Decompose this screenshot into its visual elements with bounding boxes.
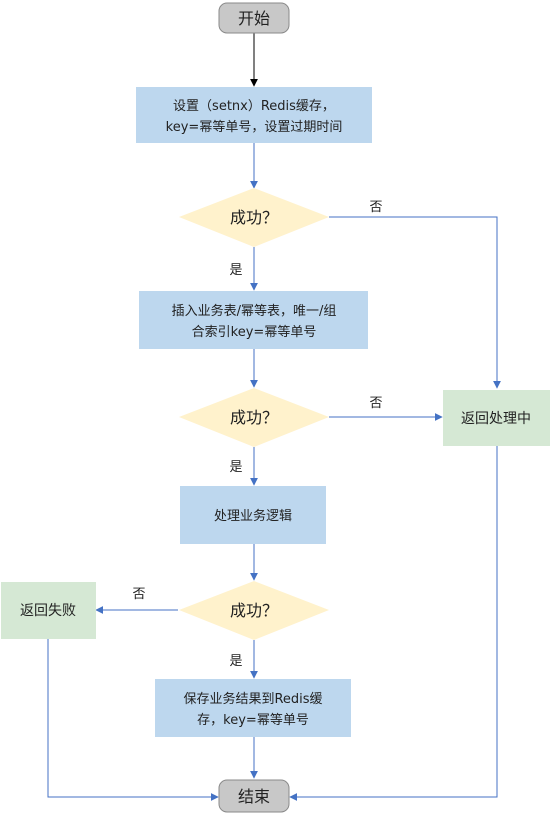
insert-table-label-line1: 插入业务表/幂等表，唯一/组 [172, 303, 337, 319]
save-result-label-line2: 存，key=幂等单号 [197, 712, 309, 728]
connectors [47, 33, 501, 801]
decision-2-node: 成功？ [179, 388, 329, 447]
insert-table-node: 插入业务表/幂等表，唯一/组 合索引key=幂等单号 [139, 291, 368, 349]
insert-table-label-line2: 合索引key=幂等单号 [192, 324, 317, 340]
set-cache-label-line2: key=幂等单号，设置过期时间 [166, 119, 343, 135]
decision-2-yes-label: 是 [229, 460, 242, 475]
return-fail-label: 返回失败 [20, 603, 76, 619]
end-label: 结束 [238, 787, 270, 806]
end-node: 结束 [218, 779, 290, 813]
decision-1-label: 成功？ [230, 208, 278, 227]
decision-3-label: 成功？ [230, 601, 278, 620]
decision-2-label: 成功？ [230, 408, 278, 427]
process-label: 处理业务逻辑 [214, 508, 292, 524]
decision-3-node: 成功？ [179, 581, 329, 640]
return-processing-node: 返回处理中 [443, 390, 550, 446]
decision-1-no-label: 否 [369, 200, 382, 215]
edge-return-fail-to-end [47, 639, 219, 801]
set-cache-label-line1: 设置（setnx）Redis缓存， [173, 99, 335, 114]
save-result-label-line1: 保存业务结果到Redis缓 [183, 691, 322, 707]
start-label: 开始 [238, 9, 270, 28]
decision-2-no-label: 否 [369, 396, 382, 411]
decision-3-yes-label: 是 [229, 654, 242, 669]
return-processing-label: 返回处理中 [461, 411, 531, 427]
process-node: 处理业务逻辑 [180, 486, 326, 544]
edge-return-processing-to-end [289, 446, 498, 801]
decision-3-no-label: 否 [132, 587, 145, 602]
edge-decision1-no [329, 216, 501, 389]
return-fail-node: 返回失败 [1, 582, 96, 639]
decision-1-yes-label: 是 [229, 263, 242, 278]
decision-1-node: 成功？ [179, 188, 329, 247]
save-result-node: 保存业务结果到Redis缓 存，key=幂等单号 [155, 679, 351, 737]
start-node: 开始 [218, 2, 290, 34]
set-cache-node: 设置（setnx）Redis缓存， key=幂等单号，设置过期时间 [136, 87, 372, 143]
